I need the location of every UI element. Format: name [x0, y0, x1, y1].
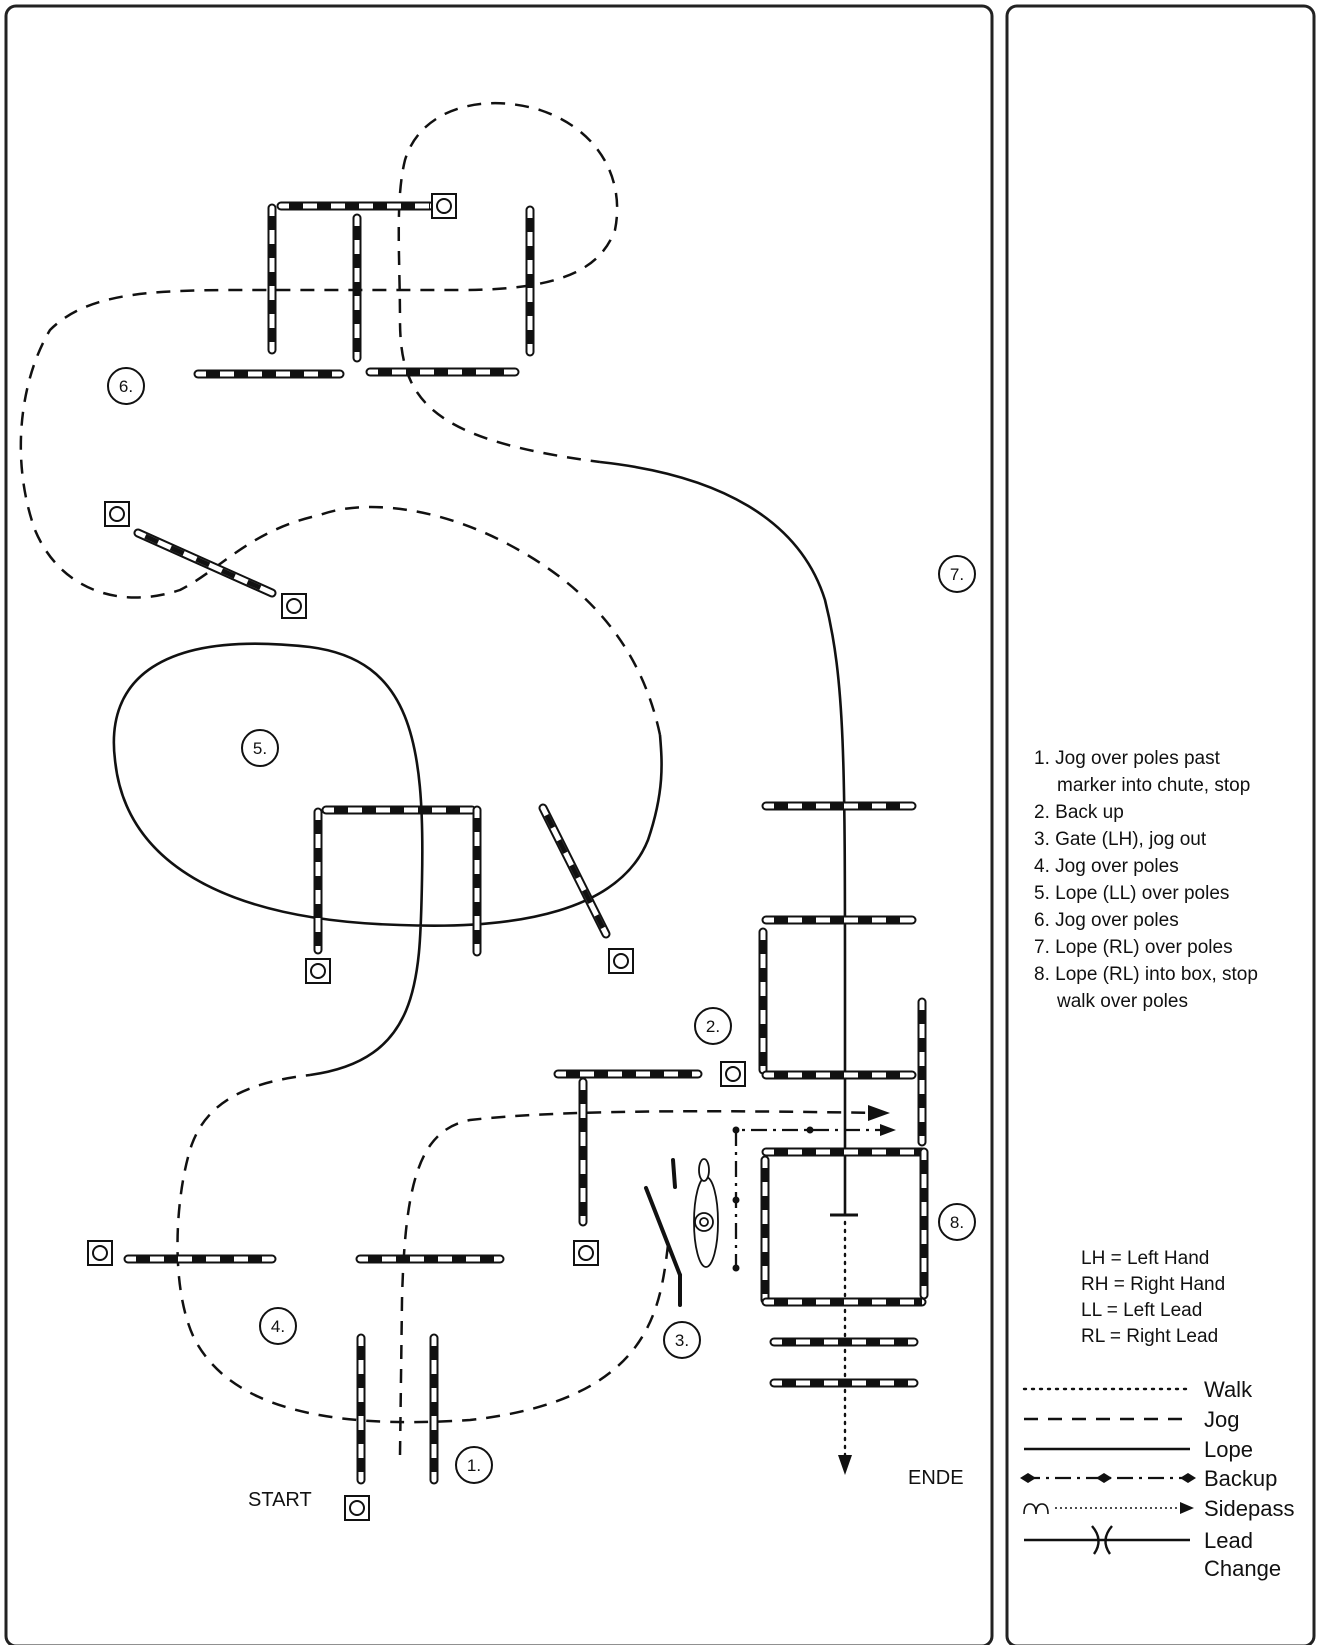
arena-frame	[4, 4, 994, 1645]
instruction-3: 3. Gate (LH), jog out	[1034, 829, 1207, 850]
cone-marker-icon	[87, 1240, 113, 1266]
instruction-1: 1. Jog over poles past	[1034, 748, 1221, 769]
course-step-markers	[107, 367, 976, 1484]
start-label: START	[248, 1489, 312, 1511]
instruction-8: 8. Lope (RL) into box, stop	[1034, 964, 1258, 985]
line-legend	[1020, 1387, 1196, 1555]
instruction-6: 6. Jog over poles	[1034, 910, 1179, 931]
jog-path-section-4	[176, 1073, 670, 1424]
legend-sidepass-icon	[1023, 1503, 1049, 1515]
legend-panel-frame	[1005, 4, 1316, 1645]
legend-lead-change-label-2: Change	[1204, 1556, 1281, 1581]
lope-path-section-7	[599, 460, 847, 1215]
course-paths	[19, 102, 896, 1475]
lead-change-x-icon	[1091, 1525, 1113, 1555]
instruction-4: 4. Jog over poles	[1034, 856, 1179, 877]
abbr-rl: RL = Right Lead	[1081, 1326, 1218, 1347]
horse-icon	[693, 1158, 719, 1268]
marker-2: 2.	[706, 1017, 720, 1036]
abbreviations: LH = Left Hand RH = Right Hand LL = Left…	[1081, 1248, 1225, 1347]
cone-markers	[87, 193, 746, 1521]
marker-1: 1.	[467, 1456, 481, 1475]
marker-4: 4.	[271, 1317, 285, 1336]
cone-marker-icon	[608, 948, 634, 974]
cone-marker-icon	[344, 1495, 370, 1521]
cone-marker-icon	[305, 958, 331, 984]
jog-path-section-6	[19, 102, 662, 736]
marker-8: 8.	[950, 1213, 964, 1232]
cone-marker-icon	[720, 1061, 746, 1087]
cone-marker-icon	[104, 501, 130, 527]
legend-lead-change-label: Lead	[1204, 1528, 1253, 1553]
cone-marker-icon	[573, 1240, 599, 1266]
marker-7: 7.	[950, 565, 964, 584]
marker-6: 6.	[119, 377, 133, 396]
legend-backup-label: Backup	[1204, 1466, 1277, 1491]
pole	[538, 803, 611, 939]
jog-arrowhead	[868, 1105, 890, 1121]
abbr-lh: LH = Left Hand	[1081, 1248, 1209, 1269]
cone-marker-icon	[281, 593, 307, 619]
end-label: ENDE	[908, 1467, 964, 1489]
legend-walk-label: Walk	[1204, 1377, 1253, 1402]
backup-arrowhead	[880, 1124, 896, 1136]
gate	[644, 1158, 682, 1307]
lope-path-section-5	[112, 642, 663, 1077]
instruction-2: 2. Back up	[1034, 802, 1124, 823]
pole	[133, 528, 277, 598]
legend-jog-label: Jog	[1204, 1407, 1239, 1432]
jog-path-start-to-gate	[398, 1110, 881, 1456]
instruction-5: 5. Lope (LL) over poles	[1034, 883, 1229, 904]
cone-marker-icon	[431, 193, 457, 219]
marker-3: 3.	[675, 1331, 689, 1350]
instruction-1-cont: marker into chute, stop	[1057, 775, 1250, 796]
instruction-8-cont: walk over poles	[1056, 991, 1188, 1012]
walk-arrowhead	[838, 1455, 852, 1475]
legend-lope-label: Lope	[1204, 1437, 1253, 1462]
legend-sidepass-label: Sidepass	[1204, 1496, 1295, 1521]
marker-5: 5.	[253, 739, 267, 758]
abbr-ll: LL = Left Lead	[1081, 1300, 1202, 1321]
abbr-rh: RH = Right Hand	[1081, 1274, 1225, 1295]
instruction-7: 7. Lope (RL) over poles	[1034, 937, 1233, 958]
poles	[123, 201, 929, 1485]
instructions-list: 1. Jog over poles past marker into chute…	[1034, 748, 1258, 1012]
